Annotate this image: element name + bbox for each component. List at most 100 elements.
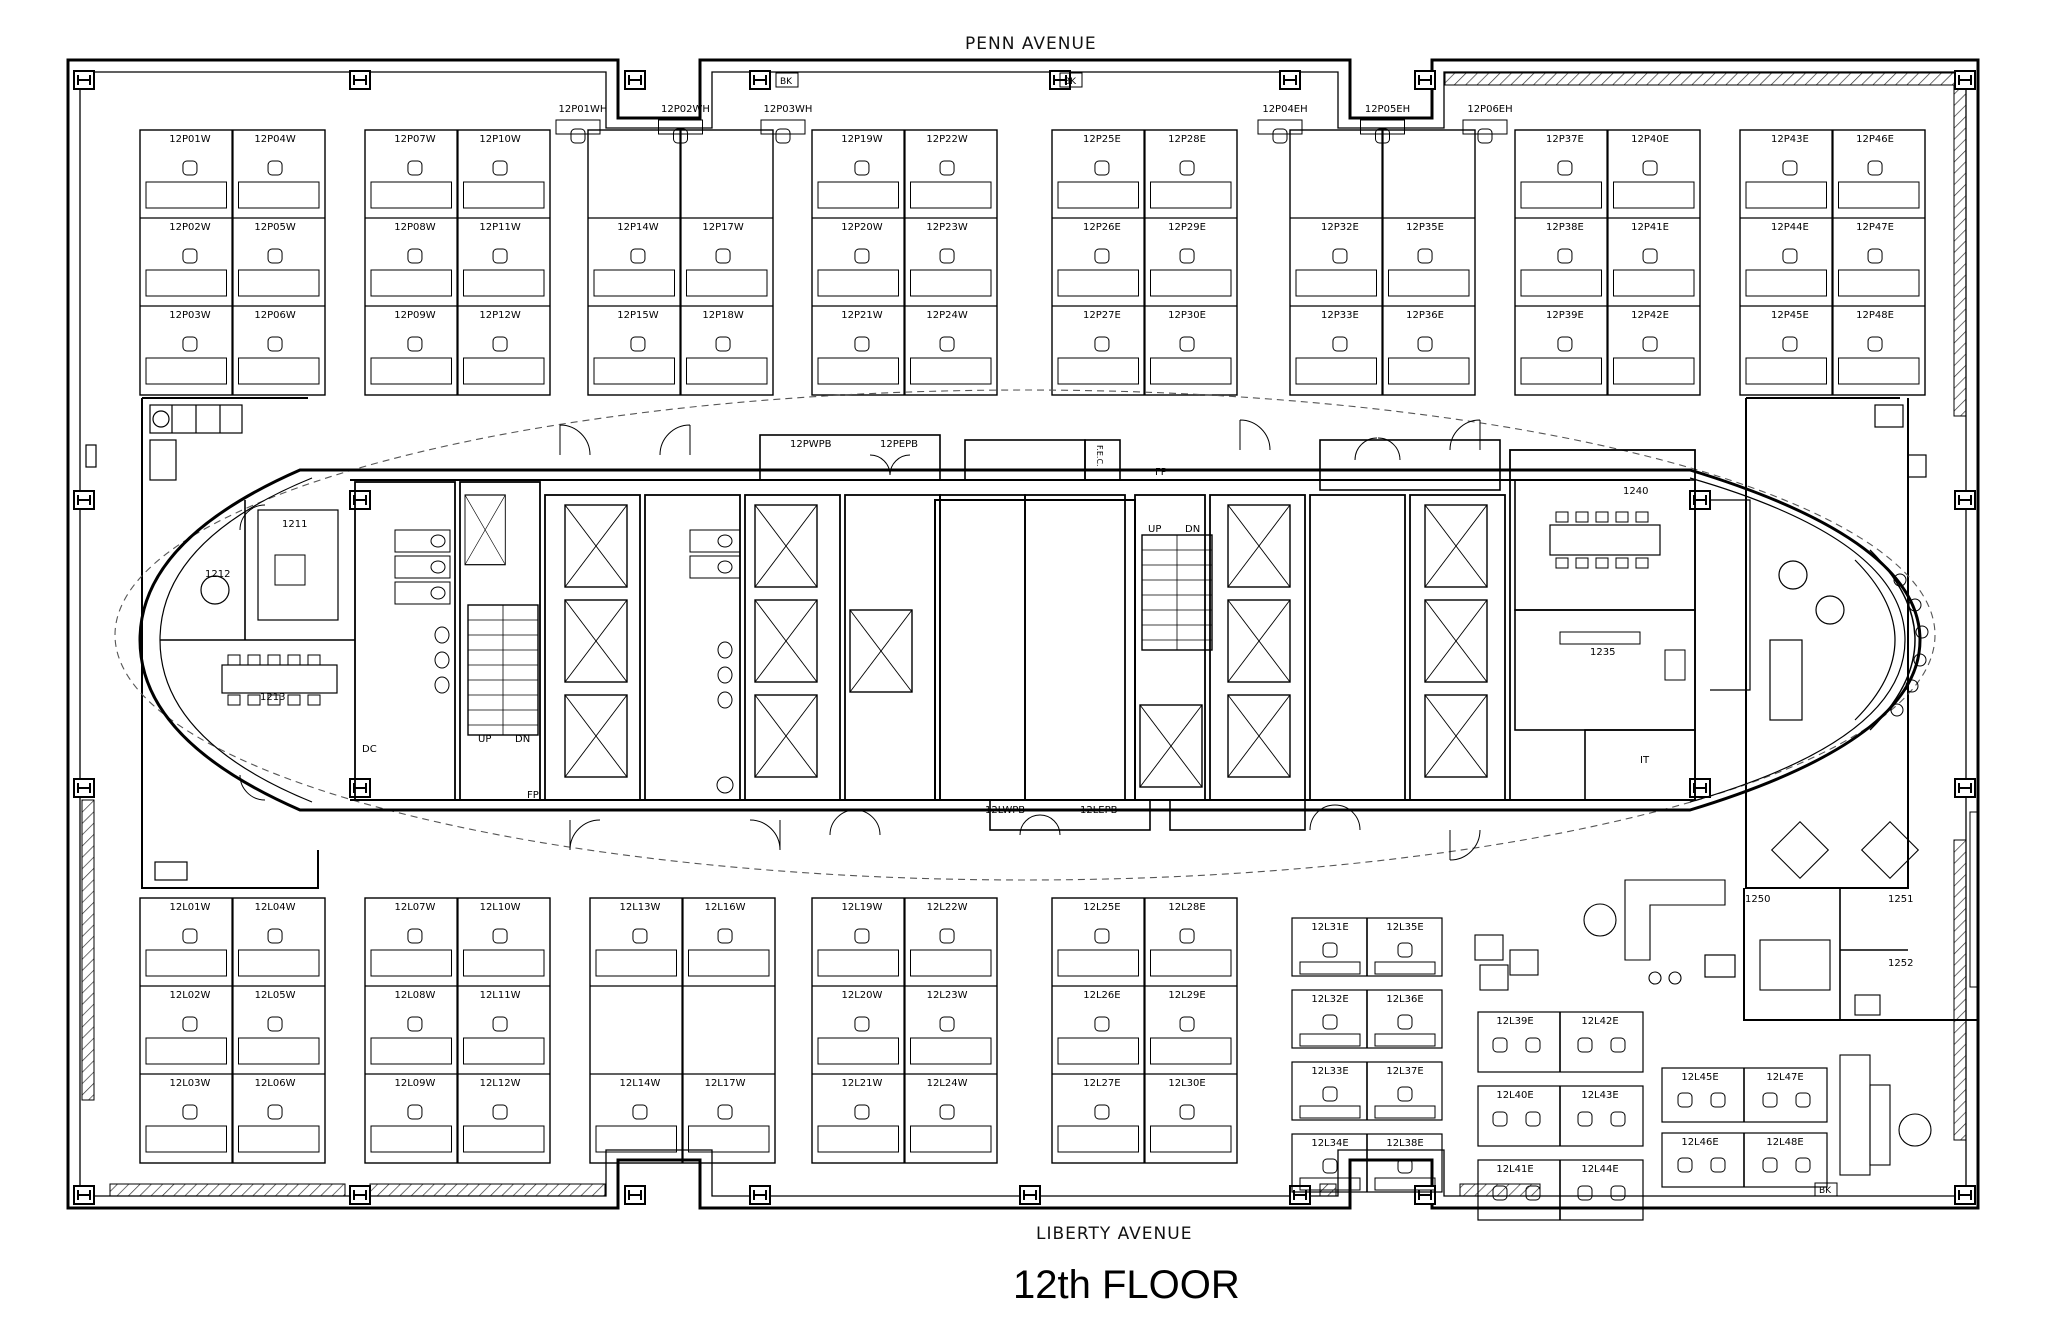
desk — [910, 269, 992, 297]
chair-icon — [182, 1016, 198, 1032]
desk — [595, 949, 677, 977]
chair-icon — [1782, 336, 1798, 352]
chair-icon — [1322, 1014, 1338, 1030]
dc-label: DC — [362, 744, 377, 755]
workstation-label: 12P19W — [841, 134, 882, 145]
desk — [1613, 269, 1695, 297]
workstation-label: 12L13W — [619, 902, 660, 913]
desk — [593, 269, 675, 297]
chair-icon — [1322, 942, 1338, 958]
desk — [817, 1125, 899, 1153]
bk-markers: BK BK BK — [775, 72, 1838, 1197]
desk — [1150, 1037, 1232, 1065]
workstation-label: 12P08W — [394, 222, 435, 233]
desk — [1295, 357, 1377, 385]
workstation-label: 12P48E — [1856, 310, 1894, 321]
street-name-north: PENN AVENUE — [965, 34, 1097, 54]
chair-icon — [407, 928, 423, 944]
chair-icon — [182, 248, 198, 264]
chair-icon — [1492, 1185, 1508, 1201]
chair-icon — [673, 128, 688, 144]
desk — [1374, 1033, 1436, 1047]
workstation-label: 12L01W — [169, 902, 210, 913]
chair-icon — [715, 336, 731, 352]
workstation-label: 12L44E — [1581, 1164, 1618, 1175]
workstation-label: 12P24W — [926, 310, 967, 321]
desk — [817, 181, 899, 209]
workstation-label: 12L14W — [619, 1078, 660, 1089]
desk — [1150, 357, 1232, 385]
chair-icon — [1557, 160, 1573, 176]
lounge-furniture — [85, 404, 1927, 881]
feg-label: F.E.C. — [1095, 445, 1104, 467]
workstation-label: 12P12W — [479, 310, 520, 321]
chair-icon — [1710, 1157, 1726, 1173]
chair-icon — [1525, 1111, 1541, 1127]
chair-icon — [630, 248, 646, 264]
workstation-label: 12L10W — [480, 902, 521, 913]
chair-icon — [1577, 1185, 1593, 1201]
workstation-label: 12L35E — [1386, 922, 1423, 933]
workstation-label: 12L28E — [1168, 902, 1205, 913]
workstation-label: 12L23W — [927, 990, 968, 1001]
workstation-label: 12L39E — [1496, 1016, 1533, 1027]
desk — [688, 949, 770, 977]
chair-icon — [1557, 248, 1573, 264]
chair-icon — [1179, 336, 1195, 352]
chair-icon — [267, 336, 283, 352]
south-east-area: 1250 1251 1252 — [1474, 811, 1979, 1176]
chair-icon — [492, 248, 508, 264]
desk — [463, 269, 545, 297]
chair-icon — [407, 1016, 423, 1032]
workstation-label: 12P28E — [1168, 134, 1206, 145]
fp-label: FP — [527, 790, 539, 801]
chair-icon — [407, 336, 423, 352]
workstation-label: 12P02WH — [661, 104, 710, 115]
desk — [238, 269, 320, 297]
stair-down-label: DN — [1185, 524, 1200, 535]
chair-icon — [1094, 160, 1110, 176]
chair-icon — [1642, 160, 1658, 176]
workstation-label: 12P43E — [1771, 134, 1809, 145]
chair-icon — [407, 248, 423, 264]
chair-icon — [1094, 1104, 1110, 1120]
chair-icon — [1332, 336, 1348, 352]
desk — [686, 269, 768, 297]
desk — [817, 1037, 899, 1065]
desk — [1520, 269, 1602, 297]
desk — [686, 357, 768, 385]
desk — [1613, 357, 1695, 385]
room-label-pwpb: 12PWPB — [790, 439, 832, 450]
chair-icon — [1094, 928, 1110, 944]
workstation-label: 12L08W — [394, 990, 435, 1001]
desk — [1150, 1125, 1232, 1153]
desk — [463, 1037, 545, 1065]
chair-icon — [267, 1104, 283, 1120]
workstation-label: 12L05W — [255, 990, 296, 1001]
desk — [910, 1037, 992, 1065]
desk — [1299, 1033, 1361, 1047]
chair-icon — [1782, 248, 1798, 264]
chair-icon — [854, 1104, 870, 1120]
chair-icon — [182, 1104, 198, 1120]
chair-icon — [182, 160, 198, 176]
chair-icon — [854, 1016, 870, 1032]
workstation-label: 12L19W — [841, 902, 882, 913]
workstation-label: 12P33E — [1321, 310, 1359, 321]
chair-icon — [1557, 336, 1573, 352]
desk — [1838, 181, 1920, 209]
workstation-label: 12P36E — [1406, 310, 1444, 321]
workstation-label: 12P01W — [169, 134, 210, 145]
desk — [1838, 357, 1920, 385]
chair-icon — [267, 160, 283, 176]
chair-icon — [267, 1016, 283, 1032]
workstation-label: 12P14W — [617, 222, 658, 233]
desk — [1374, 1105, 1436, 1119]
